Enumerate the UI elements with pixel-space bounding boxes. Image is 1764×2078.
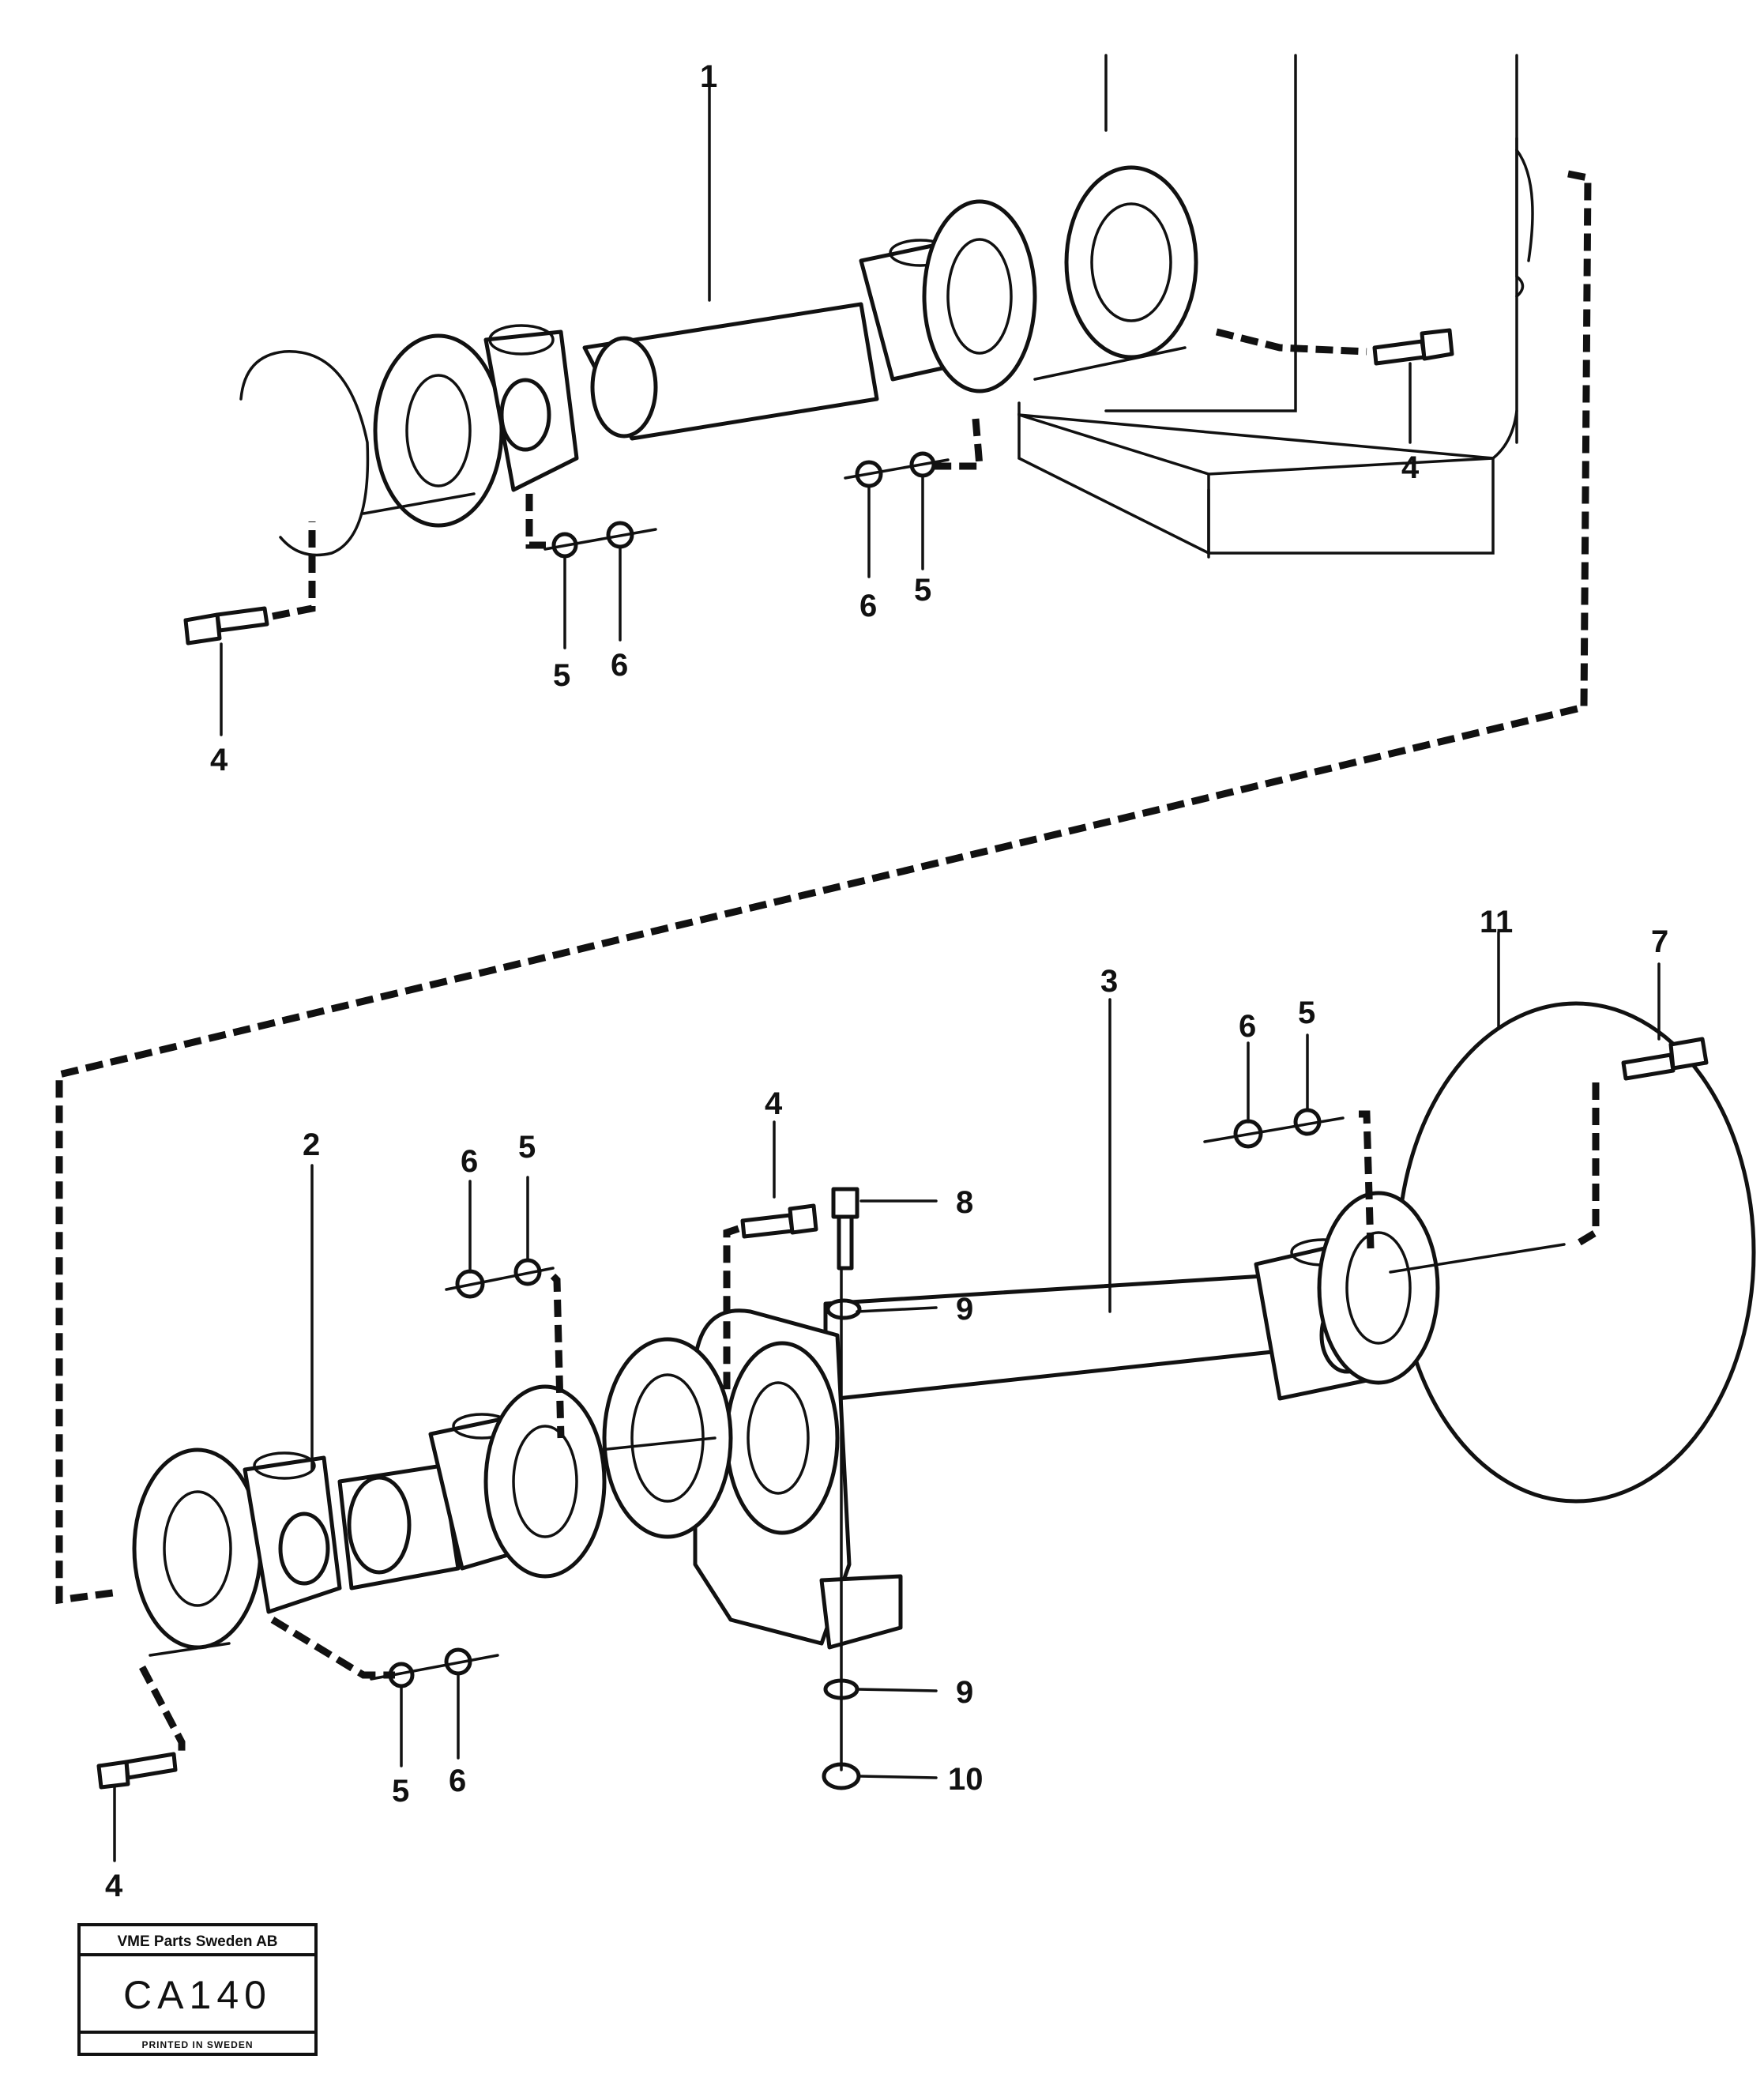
callout-5-bottom-right: 5 <box>1298 996 1315 1030</box>
callout-4-mid: 4 <box>765 1086 783 1121</box>
callout-2: 2 <box>303 1127 320 1162</box>
bolt-4-bottom-left <box>96 1752 178 1790</box>
callout-4-top-left: 4 <box>210 743 228 777</box>
callout-5-top-right: 5 <box>914 573 931 608</box>
callout-1: 1 <box>700 59 717 94</box>
callout-6-bottom-left: 6 <box>461 1144 478 1179</box>
callout-5-top-left: 5 <box>553 658 570 693</box>
callout-9-upper: 9 <box>956 1292 973 1327</box>
callout-6-bottom-right: 6 <box>1239 1009 1256 1044</box>
callout-9-lower: 9 <box>956 1675 973 1710</box>
bolt-8 <box>831 1187 859 1271</box>
callout-5-bottom-low: 5 <box>392 1774 409 1809</box>
bolt-4-mid <box>740 1203 818 1239</box>
left-companion-disc <box>239 350 370 557</box>
top-assembly <box>55 54 1592 1605</box>
title-block: VME Parts Sweden AB CA140 PRINTED IN SWE… <box>77 1923 318 2056</box>
callout-10: 10 <box>948 1762 984 1797</box>
callout-3: 3 <box>1100 964 1118 999</box>
callout-5-bottom-left: 5 <box>518 1130 536 1165</box>
disc-11 <box>1396 1001 1756 1504</box>
gearbox-flange <box>1064 165 1198 360</box>
bolt-7 <box>1621 1037 1709 1081</box>
propeller-shaft-2 <box>132 1384 607 1650</box>
callout-4-top-right: 4 <box>1401 450 1420 485</box>
bolt-4-top-left <box>183 606 269 646</box>
callout-7: 7 <box>1651 924 1668 959</box>
washer-9-upper <box>826 1298 862 1320</box>
title-block-company: VME Parts Sweden AB <box>117 1933 277 1950</box>
callout-labels: 1 4 6 5 5 6 4 11 7 3 6 5 4 8 9 9 10 2 6 … <box>105 59 1668 1903</box>
title-block-code: CA140 <box>123 1973 272 2017</box>
callout-6-top-left: 6 <box>611 648 628 683</box>
gearbox-housing <box>1017 54 1534 559</box>
callout-4-bottom-left: 4 <box>105 1869 123 1903</box>
propeller-shaft-1 <box>373 199 1037 528</box>
callout-6-top-right: 6 <box>859 589 877 623</box>
bottom-assembly <box>96 931 1756 1862</box>
callout-11: 11 <box>1480 905 1513 939</box>
shaft-3-with-support-bearing <box>602 1191 1440 1650</box>
bolt-4-top-right <box>1372 328 1454 366</box>
title-block-printed: PRINTED IN SWEDEN <box>141 2039 253 2050</box>
callout-6-bottom-low: 6 <box>449 1764 466 1798</box>
callout-8: 8 <box>956 1185 973 1220</box>
